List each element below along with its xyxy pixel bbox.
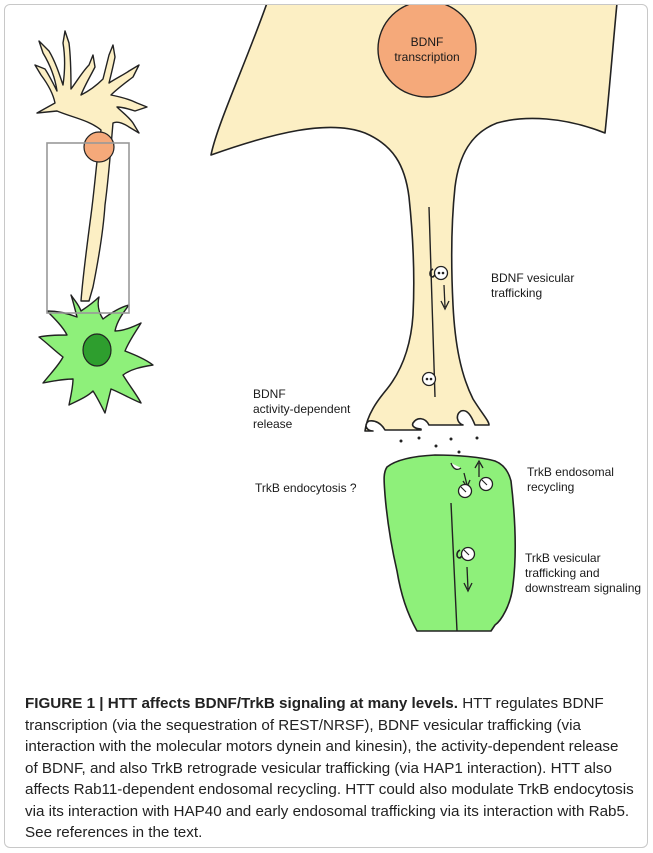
trkb-endosome [459, 485, 472, 498]
released-bdnf-dots [400, 437, 479, 454]
trkb-recycling-endosome [480, 478, 493, 491]
figure-panel: BDNF transcription BDNF vesicular traffi… [4, 4, 648, 848]
bdnf-release-vesicle [423, 373, 436, 386]
label-bdnf-vesicular-trafficking: BDNF vesicular trafficking [491, 271, 574, 301]
small-postsynaptic-nucleus [83, 334, 111, 366]
large-postsynaptic-neuron [384, 455, 515, 631]
figure-caption: FIGURE 1 | HTT affects BDNF/TrkB signali… [25, 693, 635, 844]
label-trkb-endocytosis: TrkB endocytosis ? [255, 481, 357, 496]
label-trkb-vesicular-trafficking: TrkB vesicular trafficking and downstrea… [525, 551, 641, 596]
caption-body: HTT regulates BDNF transcription (via th… [25, 695, 634, 841]
small-presynaptic-nucleus [84, 132, 114, 162]
label-bdnf-transcription: BDNF transcription [387, 35, 467, 65]
caption-heading: FIGURE 1 | HTT affects BDNF/TrkB signali… [25, 695, 458, 712]
label-bdnf-release: BDNF activity-dependent release [253, 387, 350, 432]
label-trkb-endosomal-recycling: TrkB endosomal recycling [527, 465, 614, 495]
small-presynaptic-neuron [35, 31, 147, 301]
